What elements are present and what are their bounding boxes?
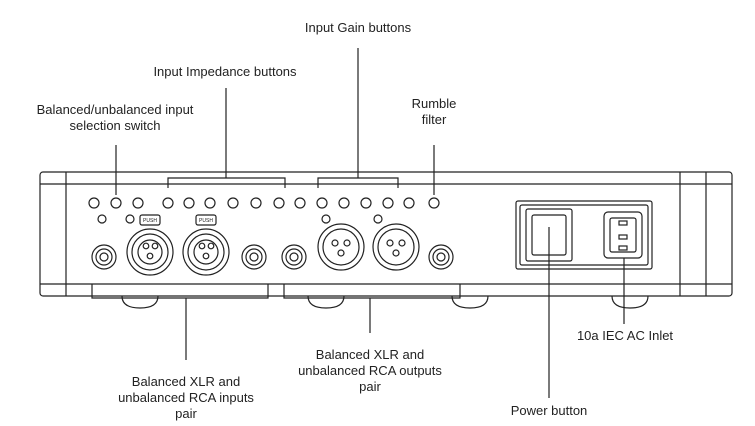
top-button-row <box>88 197 440 209</box>
label-input-gain: Input Gain buttons <box>304 20 412 35</box>
gain-bracket <box>317 177 399 188</box>
power-module-outer <box>515 200 653 270</box>
gain-button-4 <box>360 197 372 209</box>
impedance-bracket <box>167 177 286 188</box>
xlr-output-right <box>372 223 420 271</box>
label-iec-inlet: 10a IEC AC Inlet <box>576 328 674 343</box>
impedance-button-6 <box>250 197 262 209</box>
foot-4 <box>611 295 649 309</box>
inputs-bracket <box>91 284 269 299</box>
label-inputs-pair: Balanced XLR and unbalanced RCA inputs p… <box>118 374 254 421</box>
input-selection-switch <box>88 197 100 209</box>
xlr-input-left <box>126 214 174 276</box>
push-label-left: PUSH <box>143 218 157 224</box>
rca-input-right <box>241 244 267 270</box>
impedance-button-5 <box>227 197 239 209</box>
impedance-button-3 <box>183 197 195 209</box>
gain-button-3 <box>338 197 350 209</box>
rca-input-left <box>91 244 117 270</box>
gain-button-6 <box>403 197 415 209</box>
gain-button-1 <box>294 197 306 209</box>
foot-1 <box>121 295 159 309</box>
impedance-button-7 <box>273 197 285 209</box>
push-label-right: PUSH <box>199 218 213 224</box>
rca-output-right <box>428 244 454 270</box>
rca-output-left <box>281 244 307 270</box>
outputs-bracket <box>283 284 461 299</box>
power-module-inner <box>519 204 649 266</box>
small-screw-row <box>97 214 383 224</box>
xlr-input-right <box>182 214 230 276</box>
gain-button-2 <box>316 197 328 209</box>
label-input-impedance: Input Impedance buttons <box>153 64 297 79</box>
iec-inlet <box>603 211 643 259</box>
impedance-button-2 <box>162 197 174 209</box>
foot-3 <box>451 295 489 309</box>
impedance-button-1 <box>132 197 144 209</box>
label-rumble-filter: Rumble filter <box>411 96 457 127</box>
label-outputs-pair: Balanced XLR and unbalanced RCA outputs … <box>298 347 442 394</box>
gain-button-5 <box>382 197 394 209</box>
rumble-filter-button <box>428 197 440 209</box>
label-balanced-switch: Balanced/unbalanced input selection swit… <box>36 102 194 133</box>
label-power-button: Power button <box>510 403 588 418</box>
foot-2 <box>307 295 345 309</box>
xlr-output-left <box>317 223 365 271</box>
input-selection-switch-2 <box>110 197 122 209</box>
impedance-button-4 <box>204 197 216 209</box>
chassis-body <box>39 171 733 297</box>
